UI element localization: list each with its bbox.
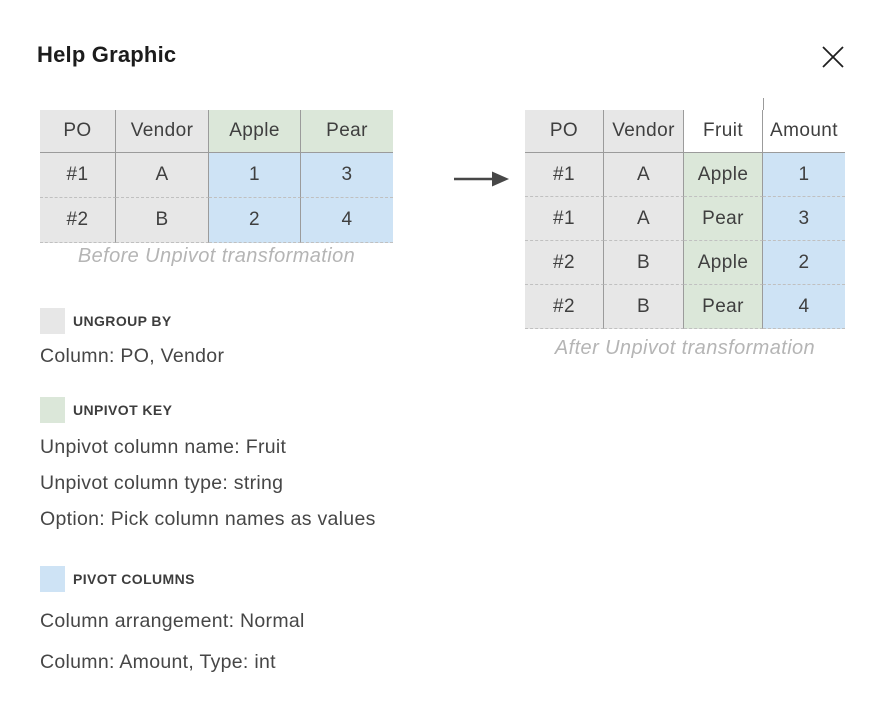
table-cell: Apple [684,153,763,197]
table-cell: 1 [209,153,301,198]
legend-detail-line: Column: Amount, Type: int [40,651,276,673]
table-cell: #2 [40,198,116,243]
dialog-title: Help Graphic [37,42,177,67]
table-cell: 2 [209,198,301,243]
legend-section: UNGROUP BY Column: PO, Vendor [40,308,224,368]
column-header: Vendor [116,110,209,153]
legend-section-header: UNGROUP BY [40,308,224,334]
table-cell: B [116,198,209,243]
green-swatch-icon [40,397,65,423]
blue-swatch-icon [40,566,65,592]
close-button[interactable] [816,40,850,74]
table-cell: Pear [684,197,763,241]
legend-section-title: PIVOT COLUMNS [73,571,195,587]
table-cell: 3 [763,197,845,241]
column-header: Pear [301,110,393,153]
table-cell: 4 [301,198,393,243]
gray-swatch-icon [40,308,65,334]
column-header: PO [40,110,116,153]
table-cell: A [604,153,684,197]
legend-detail-line: Column arrangement: Normal [40,610,305,632]
column-header: Vendor [604,110,684,153]
legend-detail-line: Option: Pick column names as values [40,508,376,530]
divider-nub [763,98,764,110]
legend-detail-line: Unpivot column name: Fruit [40,436,287,458]
legend-detail-line: Column: PO, Vendor [40,345,225,367]
table-cell: 3 [301,153,393,198]
legend-section-title: UNGROUP BY [73,313,172,329]
table-cell: #1 [40,153,116,198]
table-cell: 2 [763,241,845,285]
table-cell: 4 [763,285,845,329]
table-cell: Pear [684,285,763,329]
legend-detail-line: Unpivot column type: string [40,472,284,494]
table-cell: B [604,241,684,285]
column-header: Fruit [684,110,763,153]
table-cell: A [604,197,684,241]
column-header: Amount [763,110,845,153]
table-cell: #2 [525,285,604,329]
table-cell: #1 [525,197,604,241]
legend-section-header: PIVOT COLUMNS [40,566,305,592]
table-cell: #2 [525,241,604,285]
legend-section-header: UNPIVOT KEY [40,397,376,423]
table-cell: 1 [763,153,845,197]
before-table-caption: Before Unpivot transformation [77,245,356,267]
table-cell: A [116,153,209,198]
after-table-caption: After Unpivot transformation [554,337,816,359]
column-header: Apple [209,110,301,153]
legend-section-title: UNPIVOT KEY [73,402,173,418]
table-cell: #1 [525,153,604,197]
transform-arrow-icon [454,171,509,187]
close-icon [822,46,844,68]
table-cell: B [604,285,684,329]
table-cell: Apple [684,241,763,285]
column-header: PO [525,110,604,153]
